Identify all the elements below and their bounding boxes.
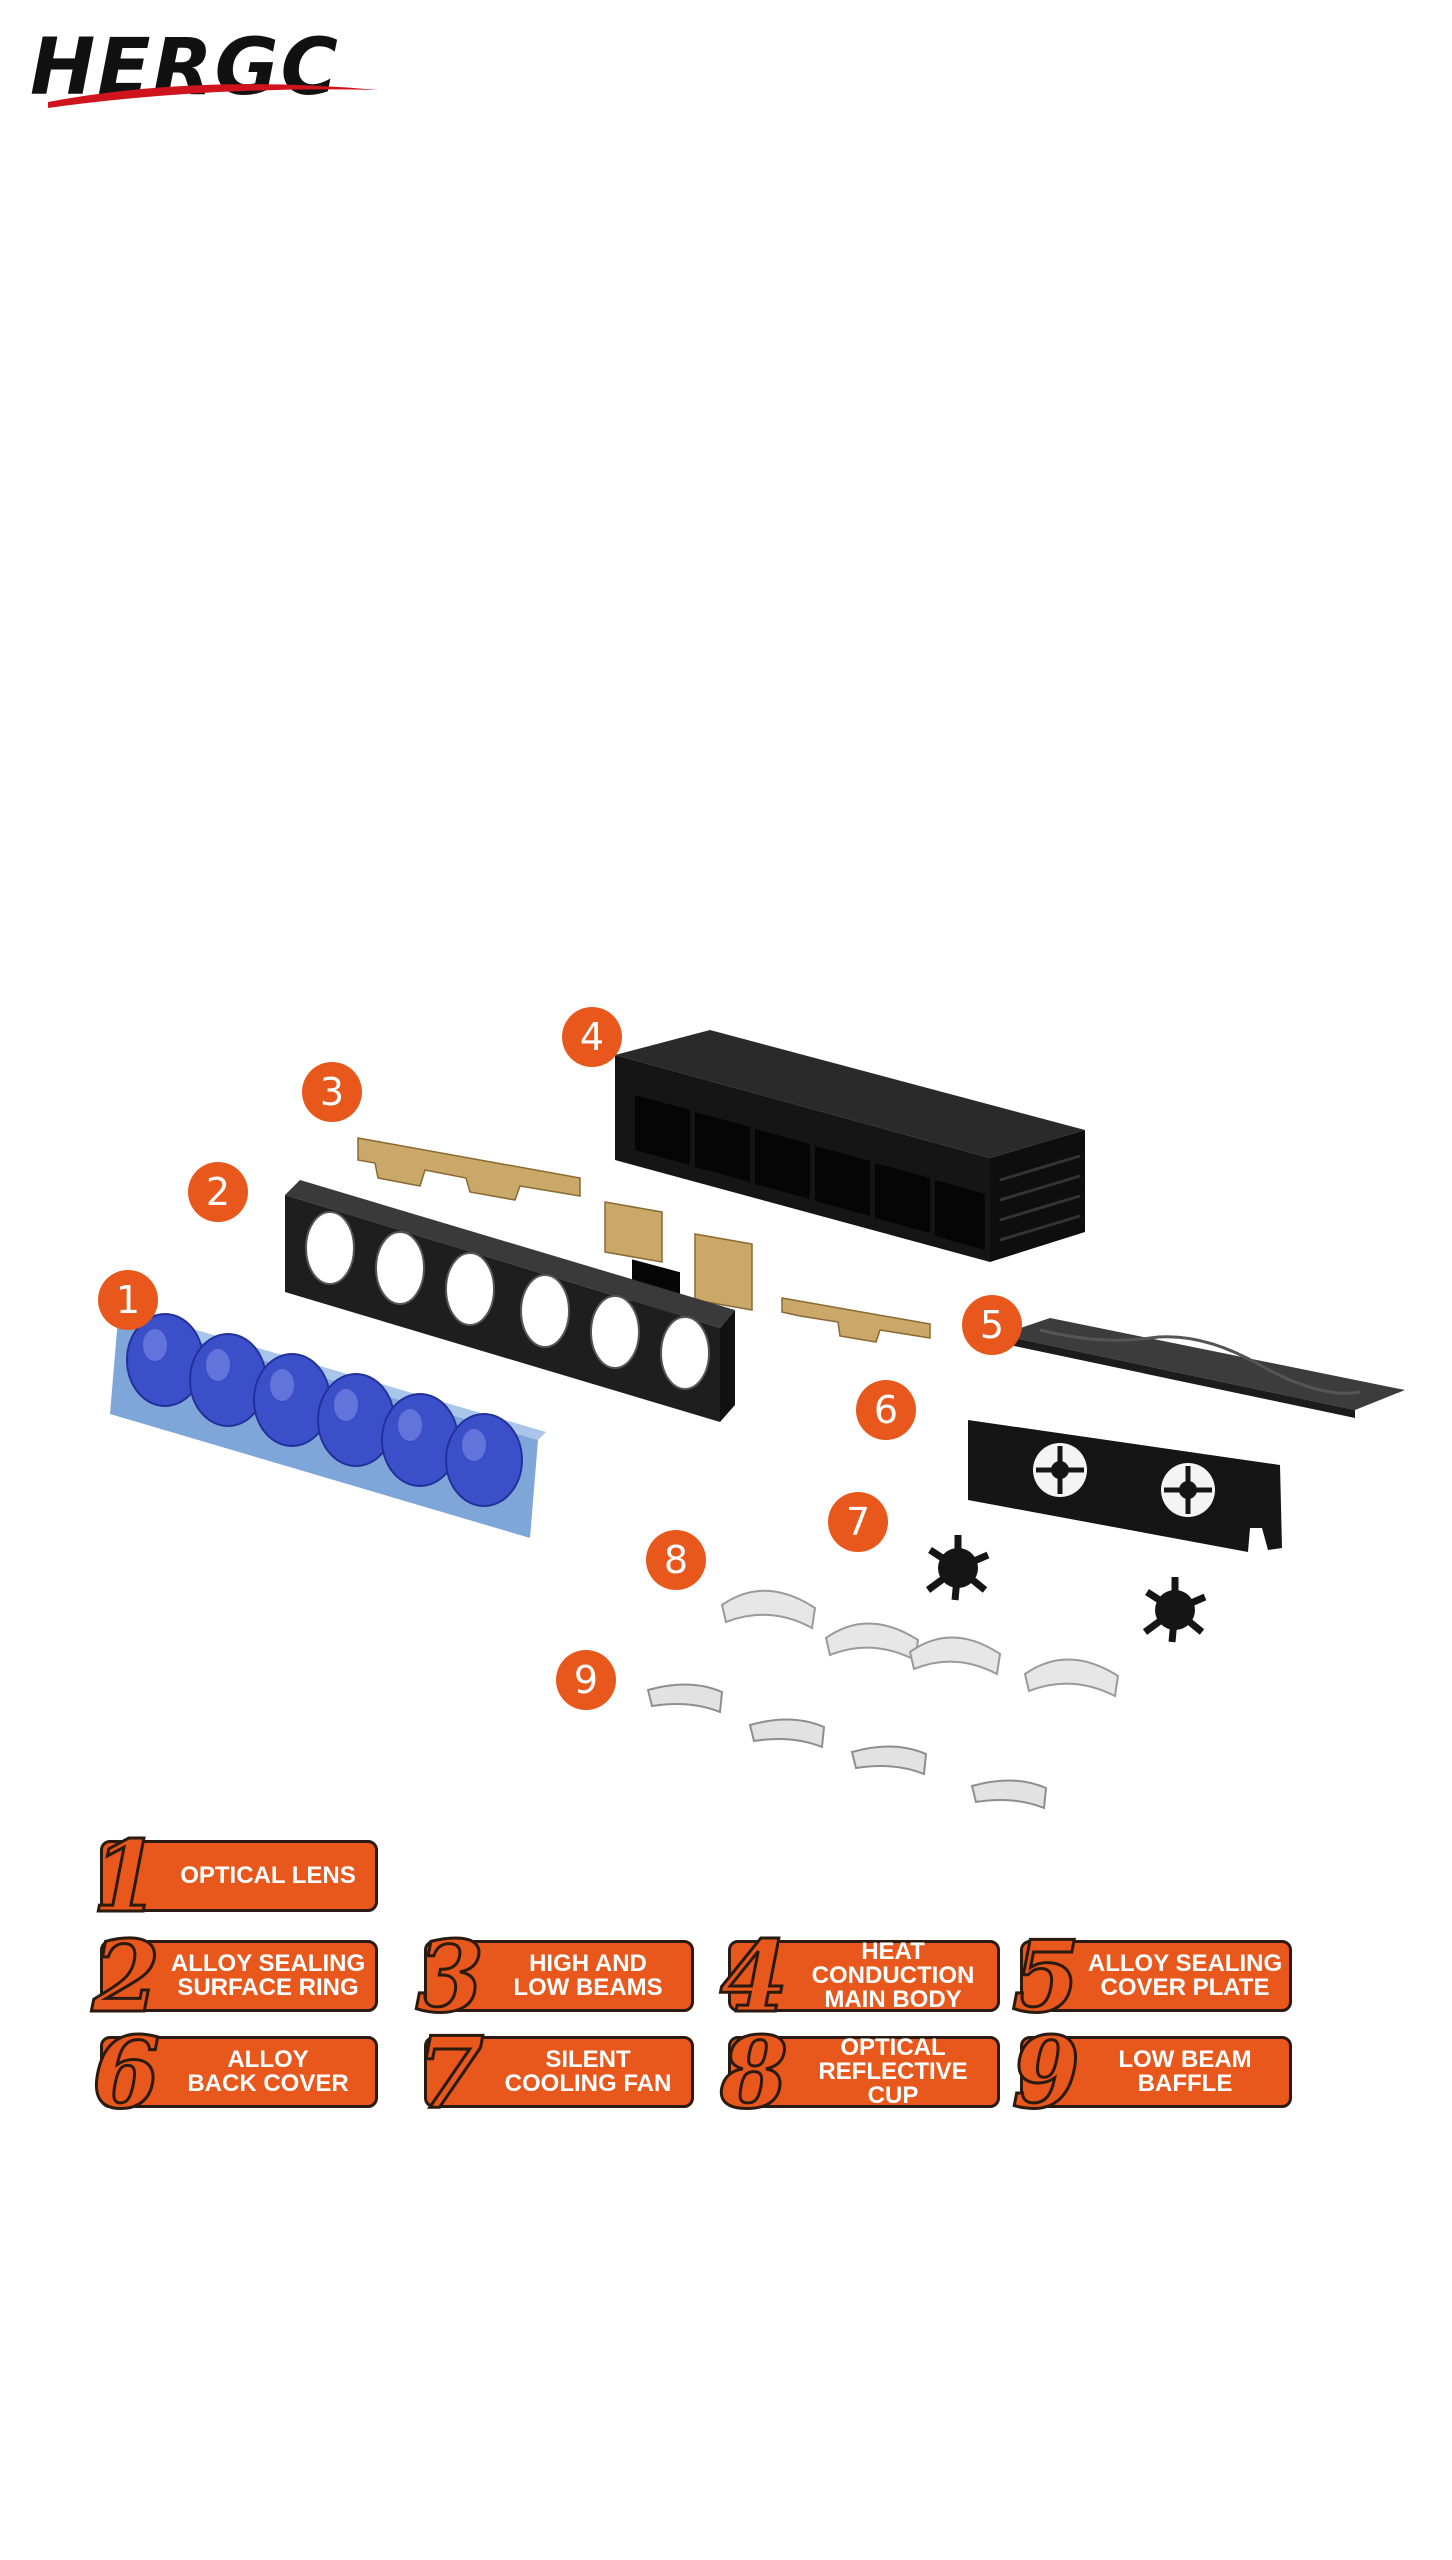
legend-label: LOW BEAM BAFFLE (1118, 2046, 1252, 2097)
legend-number: 8 (718, 2016, 789, 2131)
legend-number: 3 (414, 1920, 485, 2035)
legend-item-cooling-fan: 7 SILENT COOLING FAN (414, 2019, 694, 2128)
part-reflective-cups (720, 1589, 1120, 1698)
legend-number: 1 (90, 1820, 161, 1935)
legend-item-optical-lens: 1 OPTICAL LENS (90, 1823, 378, 1932)
legend-item-beam-baffle: 9 LOW BEAM BAFFLE (1010, 2019, 1292, 2128)
callout-badge-3: 3 (302, 1062, 362, 1122)
legend-item-reflective-cup: 8 OPTICAL REFLECTIVE CUP (718, 2019, 1000, 2128)
part-beams-pcb (357, 1137, 931, 1343)
callout-badge-7: 7 (828, 1492, 888, 1552)
legend-item-back-cover: 6 ALLOY BACK COVER (90, 2019, 378, 2128)
legend-item-main-body: 4 HEAT CONDUCTION MAIN BODY (718, 1923, 1000, 2032)
callout-badge-8: 8 (646, 1530, 706, 1590)
legend-label: HIGH AND LOW BEAMS (513, 1950, 663, 2001)
legend-number: 4 (718, 1920, 789, 2035)
legend-item-cover-plate: 5 ALLOY SEALING COVER PLATE (1010, 1923, 1292, 2032)
legend-number: 5 (1010, 1920, 1081, 2035)
callout-badge-9: 9 (556, 1650, 616, 1710)
part-cooling-fans (925, 1535, 1207, 1643)
brand-logo-text: HERGC (30, 23, 340, 113)
part-main-body (615, 1030, 1085, 1337)
legend-number: 2 (90, 1920, 161, 2035)
callout-badge-6: 6 (856, 1380, 916, 1440)
callout-badge-2: 2 (188, 1162, 248, 1222)
callout-badge-4: 4 (562, 1007, 622, 1067)
legend-label: OPTICAL LENS (180, 1862, 356, 1889)
part-beam-baffles (646, 1683, 1048, 1810)
legend-label: SILENT COOLING FAN (504, 2046, 672, 2097)
part-sealing-ring (285, 1180, 735, 1422)
brand-logo: HERGC (30, 28, 390, 108)
callout-badge-1: 1 (98, 1270, 158, 1330)
legend-item-beams: 3 HIGH AND LOW BEAMS (414, 1923, 694, 2032)
legend-label: ALLOY SEALING COVER PLATE (1087, 1950, 1283, 2001)
legend-item-sealing-ring: 2 ALLOY SEALING SURFACE RING (90, 1923, 378, 2032)
legend-label: ALLOY SEALING SURFACE RING (170, 1950, 366, 2001)
legend-number: 9 (1010, 2016, 1081, 2131)
part-back-cover (968, 1420, 1282, 1552)
part-optical-lens (110, 1310, 546, 1538)
callout-badge-5: 5 (962, 1295, 1022, 1355)
legend-label: HEAT CONDUCTION MAIN BODY (811, 1938, 975, 2013)
logo-swoosh-icon (48, 84, 378, 108)
legend-label: OPTICAL REFLECTIVE CUP (818, 2034, 968, 2109)
part-cover-plate (1000, 1318, 1405, 1418)
legend-number: 7 (414, 2016, 485, 2131)
legend-number: 6 (90, 2016, 161, 2131)
legend-label: ALLOY BACK COVER (187, 2046, 349, 2097)
